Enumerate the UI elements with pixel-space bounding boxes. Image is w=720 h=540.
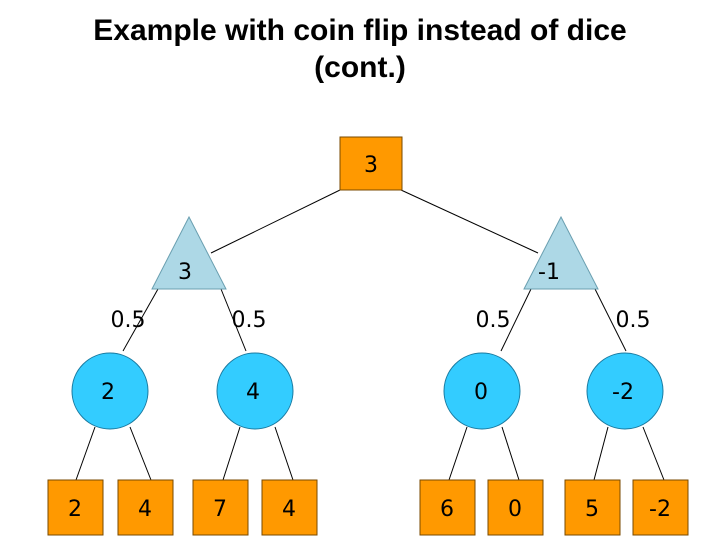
chance-4-value: -2 [612, 380, 634, 405]
leaf-value: 2 [68, 497, 82, 522]
edge-min-right-chance-3 [500, 288, 532, 352]
leaf-node: 4 [261, 479, 318, 536]
leaf-node: 7 [192, 479, 249, 536]
leaf-node: 2 [47, 479, 104, 536]
chance-node-3: 0 [443, 352, 521, 430]
chance-2-value: 4 [246, 380, 260, 405]
min-node-right: -1 [523, 215, 599, 290]
slide-title: Example with coin flip instead of dice (… [0, 12, 720, 86]
edge-chance-4-leaf-8 [642, 426, 665, 481]
title-line-1: Example with coin flip instead of dice [93, 14, 627, 47]
leaf-value: 4 [138, 497, 152, 522]
chance-node-4: -2 [586, 352, 664, 430]
leaf-node: 0 [487, 479, 544, 536]
edge-chance-1-leaf-2 [129, 426, 152, 481]
probability-label: 0.5 [476, 308, 511, 333]
edge-min-left-chance-1 [122, 288, 159, 352]
leaf-node: 5 [564, 479, 621, 536]
edge-root-min-right [400, 189, 539, 254]
tree-edges [75, 189, 665, 481]
min-right-value: -1 [538, 260, 560, 285]
probability-label: 0.5 [616, 308, 651, 333]
edge-chance-3-leaf-6 [501, 426, 520, 481]
leaf-node: 6 [419, 479, 476, 536]
edge-chance-3-leaf-5 [448, 426, 468, 481]
edge-chance-4-leaf-7 [593, 426, 609, 481]
chance-1-value: 2 [101, 380, 115, 405]
chance-node-2: 4 [216, 352, 294, 430]
edge-min-left-chance-2 [220, 288, 247, 352]
leaf-value: 4 [282, 497, 296, 522]
leaf-node: 4 [117, 479, 174, 536]
root-max-node: 3 [339, 136, 403, 191]
edge-chance-1-leaf-1 [75, 426, 96, 481]
probability-label: 0.5 [232, 308, 267, 333]
leaf-node: -2 [632, 479, 689, 536]
edge-chance-2-leaf-4 [274, 426, 294, 481]
edge-root-min-left [210, 189, 341, 254]
chance-node-1: 2 [71, 352, 149, 430]
min-left-value: 3 [178, 260, 192, 285]
leaf-value: 5 [585, 497, 599, 522]
chance-3-value: 0 [474, 380, 488, 405]
leaf-value: 0 [508, 497, 522, 522]
probability-label: 0.5 [111, 308, 146, 333]
leaf-value: 7 [213, 497, 227, 522]
leaf-value: 6 [440, 497, 454, 522]
edge-min-right-chance-4 [594, 288, 627, 352]
edge-chance-2-leaf-3 [222, 426, 241, 481]
title-line-2: (cont.) [314, 51, 406, 84]
root-value: 3 [364, 153, 378, 178]
leaf-value: -2 [649, 497, 671, 522]
min-node-left: 3 [151, 215, 227, 290]
